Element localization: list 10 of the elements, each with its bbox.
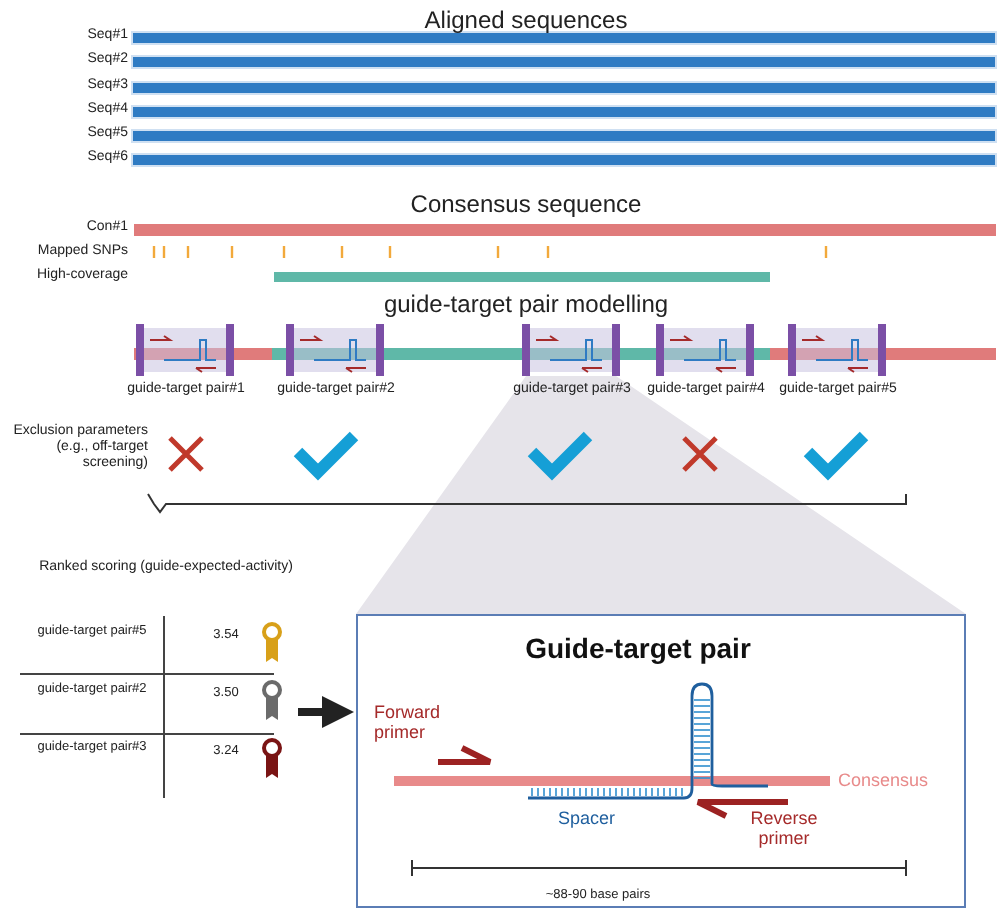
section-title: guide-target pair modelling <box>381 292 671 320</box>
strand-label: Consensus <box>838 770 929 791</box>
section-title: Aligned sequences <box>422 8 630 36</box>
arrow <box>298 696 354 728</box>
detail-panel <box>356 614 966 908</box>
spacer-label: Spacer <box>558 808 616 829</box>
section-title: Consensus sequence <box>408 192 644 220</box>
primer-label: Forward primer <box>374 702 443 744</box>
panel-title: Guide-target pair <box>523 632 753 665</box>
primer-label: Reverse primer <box>748 808 820 850</box>
